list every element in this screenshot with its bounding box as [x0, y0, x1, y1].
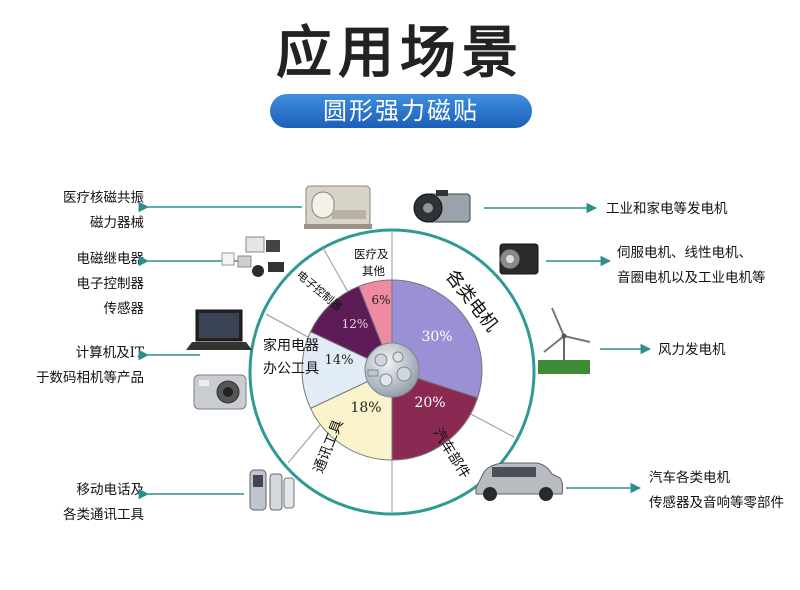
pie-slice-appliances	[301, 331, 394, 409]
wind-turbine-icon	[538, 307, 591, 374]
digital-camera-icon	[193, 374, 247, 410]
servo-motor-icon	[499, 243, 539, 275]
percent-label-appliances: 14%	[325, 353, 354, 368]
mri-machine-icon	[304, 185, 372, 229]
label-electromagnetic-relay: 电磁继电器电子控制器传感器	[76, 251, 145, 317]
percent-label-medical: 6%	[371, 293, 390, 307]
outer-label-medical-2: 其他	[362, 264, 385, 278]
subtitle-banner: 圆形强力磁贴	[270, 94, 532, 128]
laptop-icon	[186, 309, 252, 350]
pie-slice-electronic	[309, 285, 393, 371]
pie-slice-auto	[391, 369, 479, 461]
label-generator: 工业和家电等发电机	[606, 201, 728, 217]
motor-icon	[413, 190, 471, 223]
percent-label-motors: 30%	[421, 329, 452, 345]
percent-label-comm: 18%	[350, 400, 381, 416]
outer-label-appliances-2: 办公工具	[263, 361, 319, 377]
magnet-disc-icon	[364, 342, 420, 398]
label-medical-mri: 医疗核磁共振磁力器械	[63, 190, 144, 231]
percent-label-electronic: 12%	[342, 317, 369, 331]
relay-components-icon	[221, 236, 284, 277]
mobile-phones-icon	[249, 469, 295, 511]
pie-slice-comm	[309, 369, 393, 461]
label-servo-motor: 伺服电机、线性电机、音圈电机以及工业电机等	[617, 245, 766, 286]
label-mobile-phone: 移动电话及各类通讯工具	[63, 482, 144, 523]
outer-label-appliances-1: 家用电器	[263, 337, 319, 354]
percent-label-auto: 20%	[414, 395, 445, 411]
car-icon	[475, 462, 564, 501]
outer-label-medical-1: 医疗及	[354, 247, 389, 261]
label-wind-generator: 风力发电机	[658, 342, 726, 358]
label-auto-parts: 汽车各类电机传感器及音响等零部件	[649, 470, 784, 511]
page-title: 应用场景	[276, 21, 524, 86]
